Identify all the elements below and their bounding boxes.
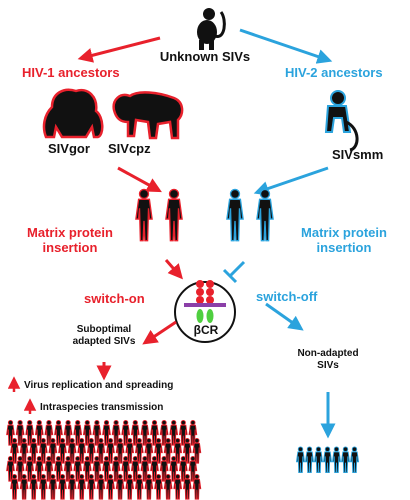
hiv1-heading: HIV-1 ancestors (22, 65, 120, 80)
species-sivgor: SIVgor (48, 141, 90, 156)
title-unknown-sivs: Unknown SIVs (159, 49, 251, 64)
human-figures-hiv1 (135, 188, 183, 242)
human-figure-icon (135, 188, 153, 242)
crowd-icon (296, 446, 359, 474)
gorilla-icon (42, 88, 104, 139)
effect-replication: Virus replication and spreading (24, 380, 174, 391)
inhibit-arrow (222, 260, 246, 284)
arrow-to-receptor (164, 259, 183, 280)
arrow-to-hiv2 (239, 28, 333, 64)
step-right: Matrix protein insertion (301, 225, 387, 255)
receptor-label: βCR (193, 323, 219, 337)
crowd-person (350, 446, 359, 474)
sooty-mangabey-icon (324, 90, 359, 152)
species-sivsmm: SIVsmm (332, 147, 384, 162)
crowd-person (332, 446, 341, 474)
monkey-icon (197, 8, 226, 50)
receptor-icon (174, 280, 236, 343)
human-figure-icon (226, 188, 244, 242)
chimpanzee-icon (112, 91, 184, 140)
outcome-left: Suboptimal adapted SIVs (72, 324, 136, 347)
crowd-person (296, 446, 305, 474)
arrow-switch-off (265, 302, 304, 331)
human-figure-icon (256, 188, 274, 242)
switch-on-label: switch-on (84, 291, 145, 306)
outcome-right: Non-adapted SIVs (297, 348, 359, 371)
arrow-species-to-humans-left (117, 166, 162, 193)
effect-transmission: Intraspecies transmission (40, 402, 164, 413)
arrow-switch-on (142, 320, 177, 345)
switch-off-label: switch-off (256, 289, 318, 304)
arrow-species-to-humans-right (253, 166, 329, 196)
crowd-person (323, 446, 332, 474)
crowd-person (305, 446, 314, 474)
arrow-to-hiv1 (77, 36, 161, 63)
human-figure-icon (165, 188, 183, 242)
hiv2-heading: HIV-2 ancestors (285, 65, 383, 80)
crowd-person (341, 446, 350, 474)
step-left: Matrix protein insertion (27, 225, 113, 255)
human-figures-hiv2 (226, 188, 274, 242)
crowd-person (314, 446, 323, 474)
crowd-icon (6, 420, 202, 500)
species-sivcpz: SIVcpz (108, 141, 151, 156)
